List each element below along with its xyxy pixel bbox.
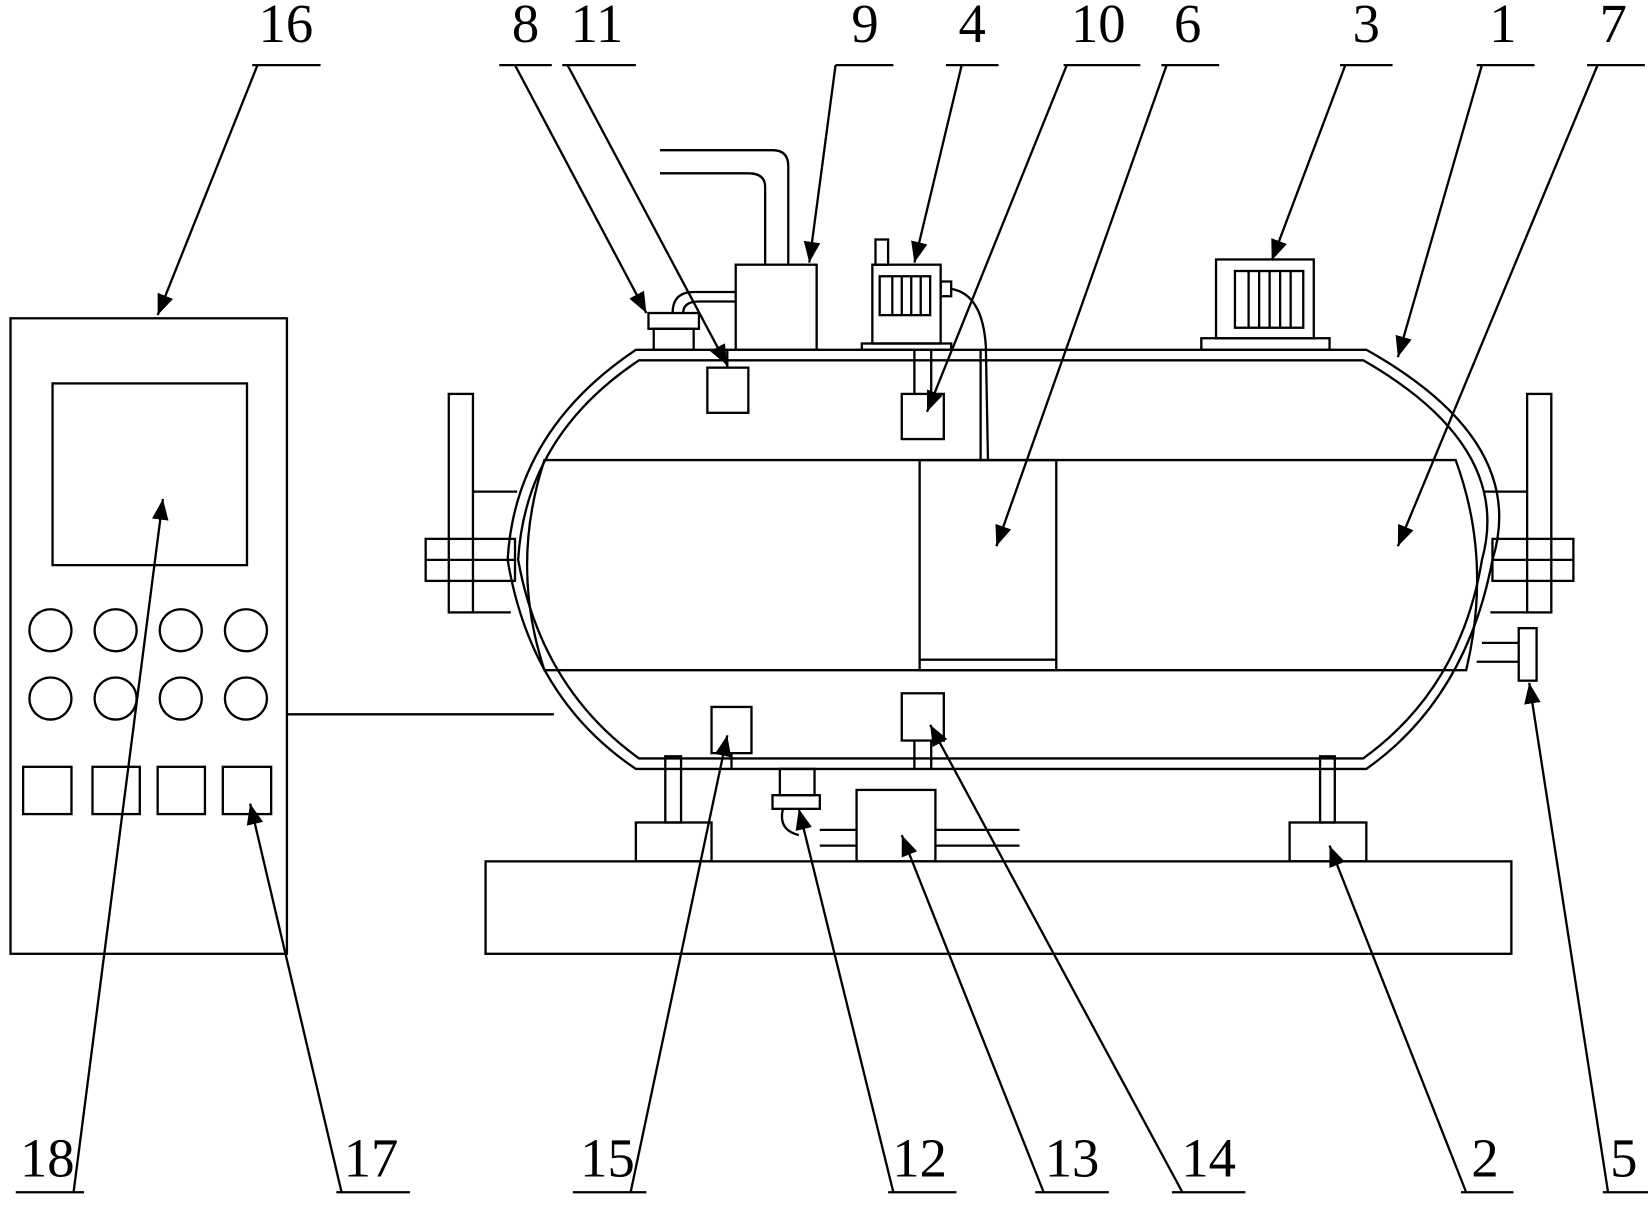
label-4: 4 [911,0,999,263]
label-text: 17 [344,1128,399,1189]
label-text: 8 [512,0,539,54]
label-text: 9 [851,0,878,54]
label-text: 7 [1600,0,1627,54]
label-7: 7 [1396,0,1645,547]
leader-arrow [246,803,343,1193]
label-11: 11 [562,0,729,367]
base-frame [484,860,1513,955]
label-17: 17 [246,803,410,1194]
pump-13 [819,788,1020,863]
label-text: 4 [959,0,986,54]
label-18: 18 [15,498,169,1194]
leader-arrow [900,834,1045,1193]
inlet-8 [647,290,736,351]
label-1: 1 [1395,0,1535,358]
knob-buttons [28,608,269,721]
label-text: 15 [580,1128,635,1189]
label-12: 12 [795,808,957,1194]
leader-arrow [1270,64,1347,261]
label-text: 6 [1174,0,1201,54]
leader-arrow [1396,64,1599,547]
label-text: 14 [1181,1128,1236,1189]
leader-arrow [72,498,169,1193]
leader-arrow [803,64,837,263]
sensor-15 [710,705,753,769]
control-panel [9,317,289,955]
display-screen [51,382,249,567]
fan-3 [1200,258,1331,351]
label-3: 3 [1270,0,1393,261]
square-buttons [21,765,273,816]
leader-arrow [1395,64,1484,358]
label-text: 5 [1610,1128,1637,1189]
label-14: 14 [929,724,1246,1194]
label-text: 10 [1071,0,1126,54]
leader-arrow [156,64,259,316]
leader-arrow [911,64,963,263]
leader-arrow [929,724,1184,1193]
label-text: 16 [259,0,314,54]
label-15: 15 [572,735,732,1194]
leader-arrow [566,64,729,367]
valve-5 [1476,627,1538,682]
label-2: 2 [1328,845,1514,1194]
leader-arrow [629,735,732,1193]
label-9: 9 [803,0,894,263]
right-bracket [1484,392,1575,614]
device-4 [860,238,990,461]
label-13: 13 [900,834,1109,1194]
label-text: 2 [1471,1128,1498,1189]
leader-arrow [1524,682,1610,1193]
label-5: 5 [1524,682,1648,1194]
leader-arrow [795,808,895,1193]
inner-liner [526,458,1479,672]
leader-arrow [513,64,648,314]
middle-section [918,458,1058,672]
label-text: 13 [1045,1128,1100,1189]
leader-arrow [925,64,1068,413]
leader-arrow [995,64,1168,547]
label-6: 6 [995,0,1220,547]
left-bracket [424,392,518,614]
tank-body [506,348,1501,771]
label-text: 3 [1353,0,1380,54]
label-16: 16 [156,0,321,316]
sensor-10 [900,349,945,441]
drain-valve-12 [771,767,821,837]
label-text: 18 [20,1128,75,1189]
pump-9 [660,149,818,351]
label-10: 10 [925,0,1141,413]
leader-arrow [1328,845,1468,1193]
label-text: 12 [892,1128,947,1189]
label-text: 1 [1489,0,1516,54]
label-8: 8 [499,0,648,314]
label-text: 11 [571,0,624,54]
